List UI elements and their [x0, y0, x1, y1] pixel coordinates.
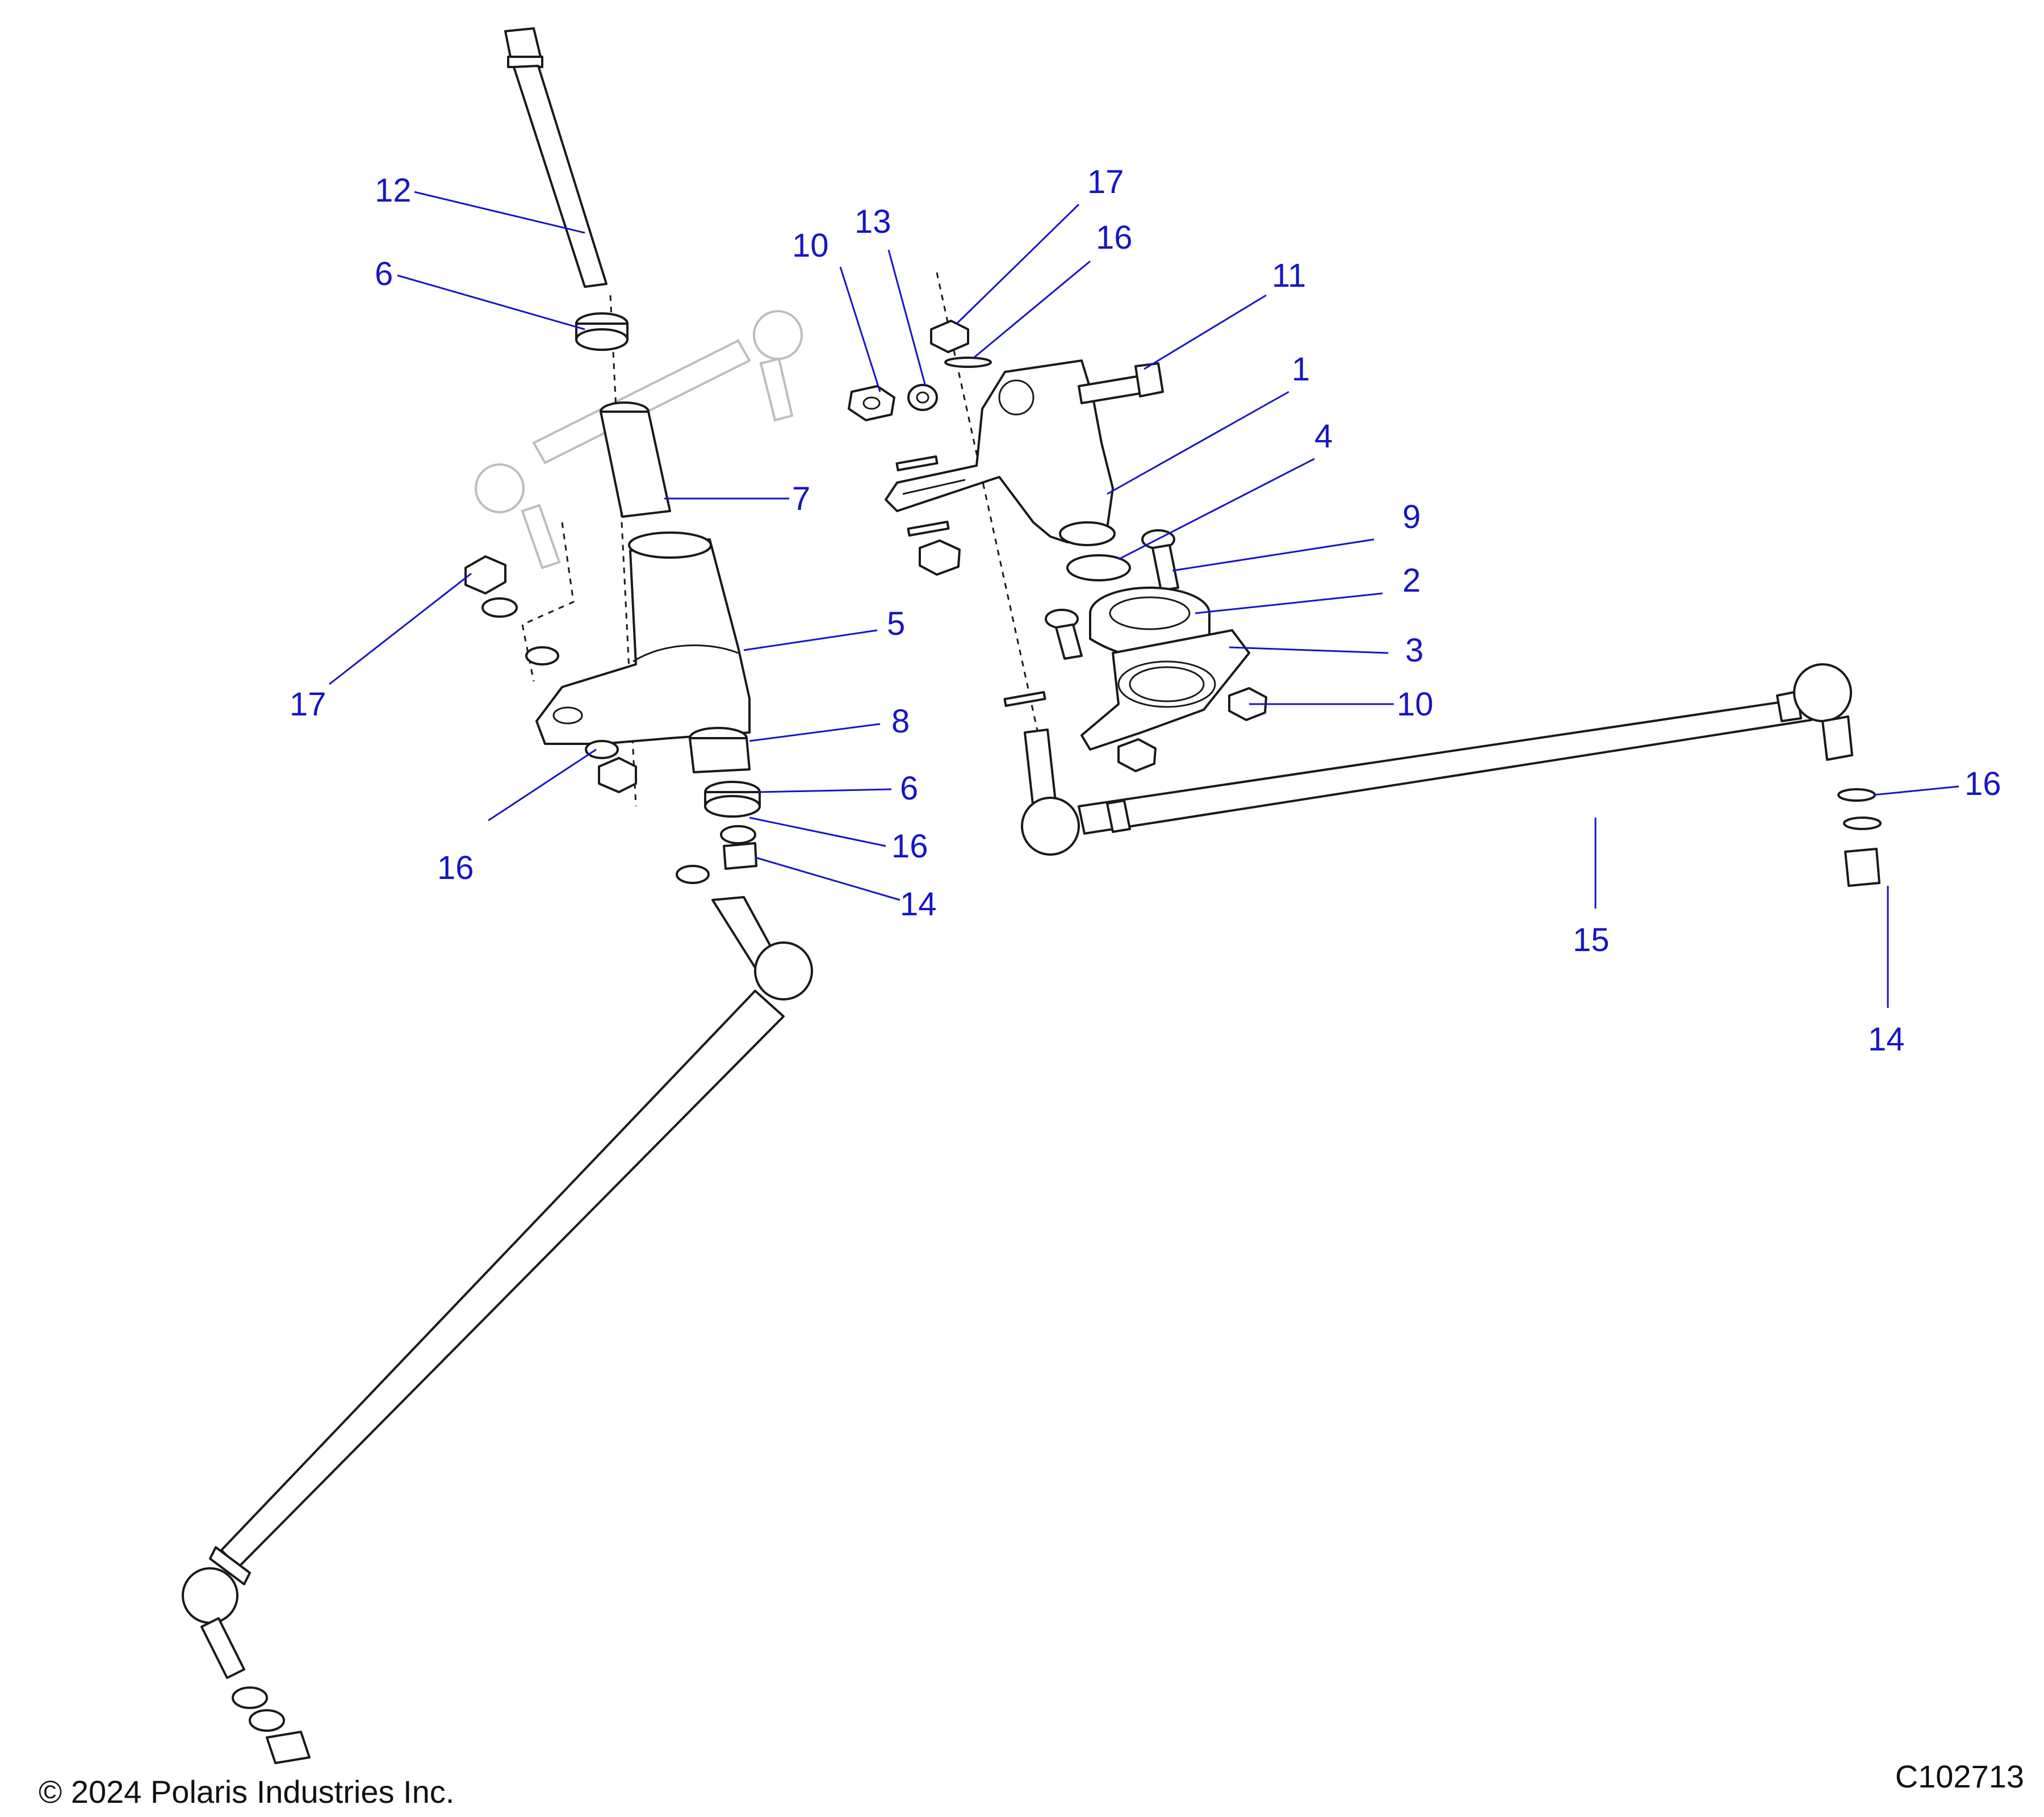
tie-rod-right	[1021, 663, 1882, 887]
copyright-text: © 2024 Polaris Industries Inc.	[39, 1774, 454, 1810]
callout-7: 7	[792, 480, 810, 517]
callout-17-left: 17	[290, 686, 326, 723]
callout-14-center: 14	[900, 886, 937, 923]
callout-6-lower: 6	[900, 770, 918, 807]
callout-6-upper: 6	[375, 256, 393, 292]
part-6-bushing-lower	[704, 781, 761, 818]
callout-10-top: 10	[792, 227, 829, 264]
callout-16-right: 16	[1965, 765, 2001, 802]
part-8-bushing	[689, 727, 751, 773]
callout-12: 12	[375, 172, 412, 209]
right-axis-hardware	[895, 455, 1046, 707]
part-6-bushing-upper	[575, 312, 629, 351]
callout-16-center: 16	[891, 828, 928, 865]
callout-16-top: 16	[1096, 219, 1133, 256]
callout-17-top: 17	[1087, 164, 1124, 200]
callout-13: 13	[855, 203, 891, 240]
callout-5: 5	[887, 605, 905, 642]
left-hardware	[464, 555, 757, 884]
part-5-pivot-housing	[535, 531, 751, 745]
callout-2: 2	[1402, 562, 1421, 599]
part-10-13-washers	[848, 384, 938, 421]
part-4-snap-ring	[1066, 554, 1131, 581]
callout-8: 8	[891, 703, 910, 740]
part-3-flange	[1080, 629, 1250, 751]
callout-10-right: 10	[1397, 686, 1434, 723]
part-9-bolts	[1045, 529, 1179, 660]
callout-14-right: 14	[1868, 1021, 1905, 1058]
part-17-nut-top	[930, 320, 992, 368]
part-1-pitman-housing	[885, 359, 1116, 546]
leader-lines	[329, 191, 1959, 1008]
callout-15: 15	[1573, 922, 1610, 958]
callout-3: 3	[1405, 632, 1423, 669]
tie-rod-left	[182, 896, 813, 1764]
callout-labels: 12 6 7 17 5 8 6 16 16 14 10 13 17 16 11 …	[290, 164, 2001, 1058]
callout-1: 1	[1292, 351, 1310, 388]
part-7-sleeve	[600, 401, 671, 518]
part-10-nuts-right	[1117, 687, 1267, 772]
callout-16-left: 16	[437, 849, 474, 886]
part-11-bolt	[1078, 362, 1164, 404]
callout-11: 11	[1272, 257, 1306, 294]
callout-9: 9	[1402, 499, 1421, 535]
callout-4: 4	[1314, 418, 1333, 455]
figure-id: C102713	[1895, 1759, 2024, 1794]
part-12-bolt	[504, 27, 608, 288]
ghost-tie-rod	[475, 310, 803, 570]
